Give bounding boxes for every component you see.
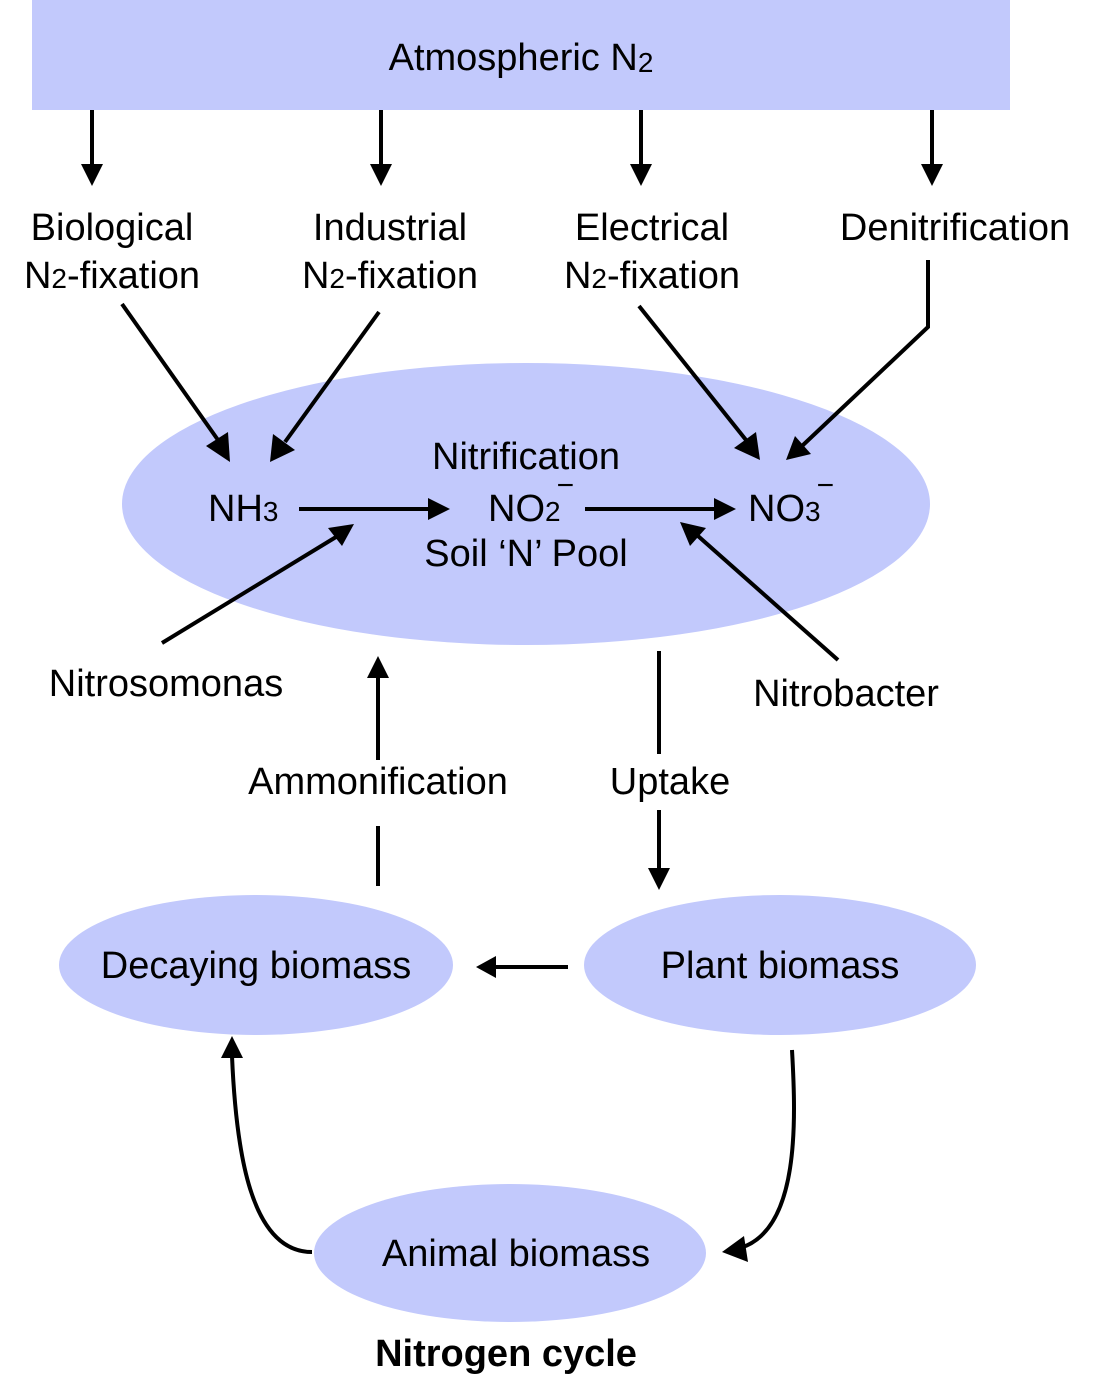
- arrow-animal-to-decaying: [230, 1055, 313, 1254]
- arrow-plant-to-animal: [739, 1049, 796, 1250]
- electrical-line2: N2-fixation: [564, 255, 740, 297]
- arrowhead: [734, 432, 760, 460]
- arrow-industrial-to-nh3: [283, 310, 381, 444]
- ammonification-arrow: [367, 656, 389, 886]
- arrowhead: [680, 522, 706, 546]
- biological-line1: Biological: [31, 207, 194, 249]
- arrowhead: [648, 868, 670, 890]
- soil-n-pool-label: Soil ‘N’ Pool: [424, 533, 627, 575]
- arrowhead: [81, 164, 103, 186]
- plant-biomass-label: Plant biomass: [661, 945, 900, 987]
- nitrification-arrows: [299, 498, 736, 520]
- arrow-nitrobacter: [696, 534, 840, 662]
- biological-line2: N2-fixation: [24, 255, 200, 297]
- arrowhead: [367, 656, 389, 678]
- industrial-fixation-node: Industrial N2-fixation: [302, 207, 478, 297]
- arrowhead: [370, 164, 392, 186]
- arrow-electrical-to-no3: [637, 304, 748, 442]
- industrial-line1: Industrial: [313, 207, 467, 249]
- arrow-denitrification-to-no3: [800, 260, 930, 448]
- uptake-arrow: [648, 651, 670, 890]
- animal-biomass-ellipse: [314, 1184, 706, 1322]
- decaying-biomass-ellipse: [59, 895, 453, 1035]
- arrowhead: [270, 434, 295, 462]
- electrical-line1: Electrical: [575, 207, 729, 249]
- industrial-line2: N2-fixation: [302, 255, 478, 297]
- nh3-label: NH3: [208, 488, 278, 530]
- nitrosomonas-label: Nitrosomonas: [49, 663, 283, 705]
- ammonification-label: Ammonification: [248, 761, 508, 803]
- animal-biomass-label: Animal biomass: [382, 1233, 650, 1275]
- uptake-label: Uptake: [610, 761, 730, 803]
- arrowhead: [221, 1036, 243, 1058]
- plant-to-animal-arrow: [722, 1049, 796, 1262]
- fixation-arrows: [120, 260, 930, 462]
- animal-to-decaying-arrow: [221, 1036, 313, 1254]
- soil-n-pool-ellipse: [122, 363, 930, 645]
- arrowhead: [428, 498, 450, 520]
- arrowhead: [476, 956, 496, 978]
- no2-label: NO2−: [488, 469, 574, 530]
- atmospheric-n2-box: [32, 0, 1010, 110]
- arrow-nitrosomonas: [160, 535, 338, 645]
- nitrobacter-label: Nitrobacter: [753, 673, 939, 715]
- no3-label: NO3−: [748, 469, 834, 530]
- electrical-fixation-node: Electrical N2-fixation: [564, 207, 740, 297]
- denitrification-label: Denitrification: [840, 207, 1070, 249]
- nitrosomonas-arrow: [160, 524, 354, 645]
- biological-fixation-node: Biological N2-fixation: [24, 207, 200, 297]
- nitrification-label: Nitrification: [432, 436, 620, 478]
- diagram-title: Nitrogen cycle: [375, 1333, 637, 1375]
- plant-biomass-ellipse: [584, 895, 976, 1035]
- plant-to-decaying-arrow: [476, 956, 568, 978]
- atmospheric-n2-label: Atmospheric N2: [389, 37, 654, 79]
- arrowhead: [206, 432, 230, 462]
- arrowhead: [786, 436, 811, 460]
- arrowhead: [714, 498, 736, 520]
- arrowhead: [921, 164, 943, 186]
- arrowhead: [722, 1236, 748, 1262]
- arrow-biological-to-nh3: [120, 302, 220, 442]
- decaying-biomass-label: Decaying biomass: [101, 945, 411, 987]
- arrowhead: [328, 524, 354, 546]
- arrowhead: [630, 164, 652, 186]
- atmosphere-arrows: [81, 110, 943, 186]
- nitrobacter-arrow: [680, 522, 840, 662]
